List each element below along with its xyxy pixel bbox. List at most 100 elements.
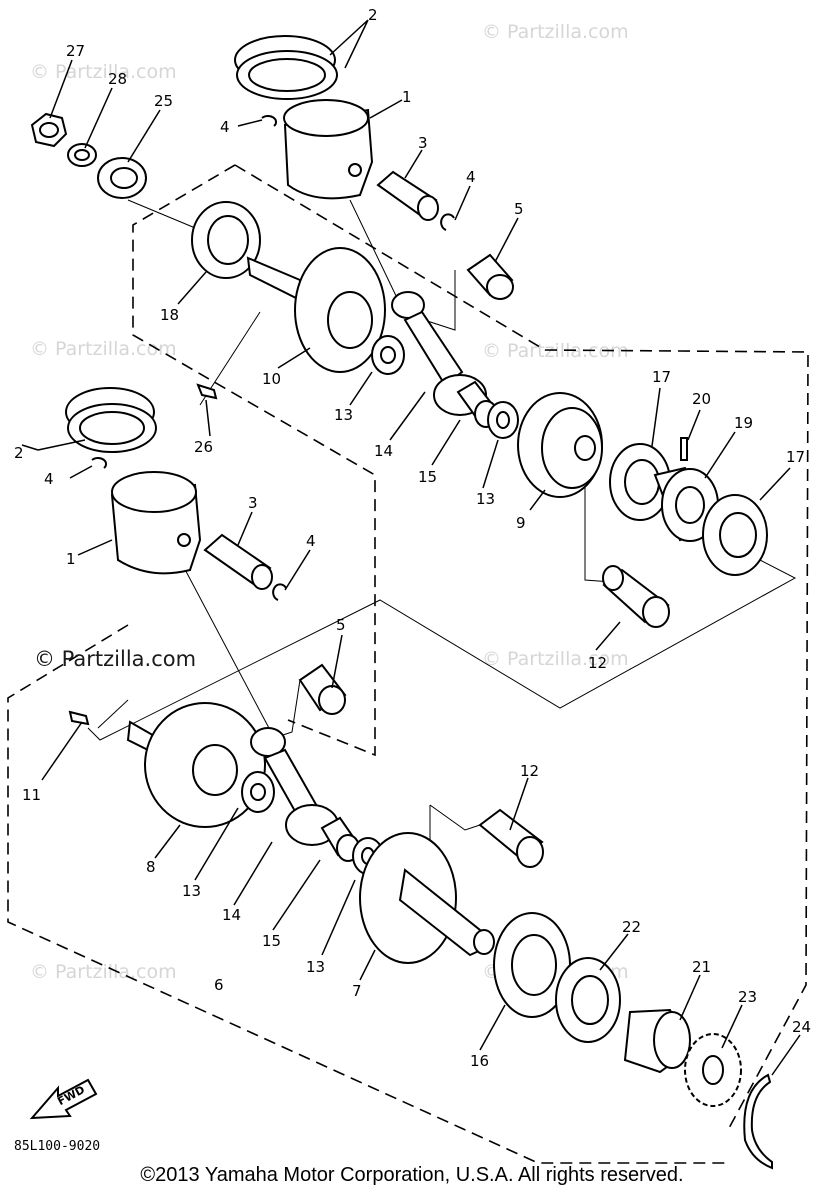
callout-label: 4 xyxy=(44,470,54,488)
alignment-line xyxy=(349,199,399,301)
callout-label: 1 xyxy=(66,550,76,568)
callout-label: 15 xyxy=(262,932,281,950)
oil-seal-drawing xyxy=(555,957,621,1043)
callout-label: 3 xyxy=(418,134,428,152)
alignment-line xyxy=(97,699,129,729)
parts-drawings xyxy=(29,35,773,1170)
crank-half-center-drawing xyxy=(517,392,603,498)
watermark-text: © Partzilla.com xyxy=(30,961,177,983)
callout-label: 15 xyxy=(418,468,437,486)
callout-label: 20 xyxy=(692,390,711,408)
callout-label: 23 xyxy=(738,988,757,1006)
callout-label: 13 xyxy=(476,490,495,508)
alignment-line xyxy=(417,270,456,331)
alignment-line xyxy=(87,559,797,741)
bearing-drawing xyxy=(609,443,671,521)
piston-pin-upper-drawing xyxy=(376,170,439,221)
needle-bearing-lower-drawing xyxy=(298,663,347,715)
callout-label: 19 xyxy=(734,414,753,432)
forward-arrow-icon xyxy=(29,1078,98,1120)
piston-pin-lower-drawing xyxy=(203,533,273,590)
bearing-drawing xyxy=(191,201,261,279)
alignment-line xyxy=(584,470,613,583)
dowel-pin-drawing xyxy=(680,437,688,461)
callout-label: 4 xyxy=(466,168,476,186)
crank-half-upper-drawing xyxy=(246,247,386,373)
callout-label: 25 xyxy=(154,92,173,110)
callout-label: 11 xyxy=(22,786,41,804)
lower-assembly-outline xyxy=(7,624,728,1164)
callout-label: 4 xyxy=(220,118,230,136)
callout-label: 16 xyxy=(470,1052,489,1070)
oil-seal-drawing xyxy=(97,157,147,199)
callout-label: 5 xyxy=(514,200,524,218)
watermark-text: © Partzilla.com xyxy=(34,647,196,671)
callout-label: 14 xyxy=(222,906,241,924)
callout-label: 7 xyxy=(352,982,362,1000)
callout-label: 9 xyxy=(516,514,526,532)
part-callouts: 2 27 28 25 4 1 3 4 5 18 10 13 14 15 13 9… xyxy=(14,6,811,1070)
washer-drawing xyxy=(67,143,97,167)
piston-upper-drawing xyxy=(283,99,374,200)
watermark-text: © Partzilla.com xyxy=(30,338,177,360)
watermark-text: © Partzilla.com xyxy=(482,648,629,670)
callout-label: 13 xyxy=(182,882,201,900)
upper-assembly-outline-left xyxy=(132,164,376,757)
callout-label: 1 xyxy=(402,88,412,106)
upper-assembly-outline xyxy=(234,164,809,1131)
callout-label: 5 xyxy=(336,616,346,634)
thrust-washer-drawing xyxy=(487,401,519,439)
callout-label: 22 xyxy=(622,918,641,936)
callout-label: 26 xyxy=(194,438,213,456)
bearing-drawing xyxy=(493,912,571,1018)
needle-bearing-upper-drawing xyxy=(466,253,514,300)
bearing-drawing xyxy=(702,494,768,576)
copyright-notice: ©2013 Yamaha Motor Corporation, U.S.A. A… xyxy=(140,1164,684,1186)
callout-label: 18 xyxy=(160,306,179,324)
sprocket-drawing xyxy=(684,1033,742,1107)
callout-label: 4 xyxy=(306,532,316,550)
circlip-drawing xyxy=(91,456,107,469)
lock-clip-drawing xyxy=(743,1073,773,1170)
assembly-outlines xyxy=(7,164,809,1164)
piston-lower-drawing xyxy=(110,471,202,575)
watermark-text: © Partzilla.com xyxy=(482,340,629,362)
diagram-reference-code: 85L100-9020 xyxy=(14,1139,100,1154)
woodruff-key-drawing xyxy=(196,383,218,400)
callout-leaders xyxy=(21,19,801,1076)
crank-half-lower-drawing xyxy=(126,702,266,828)
callout-label: 14 xyxy=(374,442,393,460)
callout-label: 8 xyxy=(146,858,156,876)
callout-label: 12 xyxy=(520,762,539,780)
piston-rings-lower-drawing xyxy=(65,387,157,453)
watermark-text: © Partzilla.com xyxy=(30,61,177,83)
woodruff-key-drawing xyxy=(68,710,90,726)
piston-rings-upper-drawing xyxy=(234,35,338,100)
callout-label: 27 xyxy=(66,42,85,60)
crank-pin-lower-drawing xyxy=(478,808,544,868)
nut-drawing xyxy=(30,112,68,148)
callout-label: 10 xyxy=(262,370,281,388)
callout-label: 17 xyxy=(786,448,805,466)
callout-label: 3 xyxy=(248,494,258,512)
collar-drawing xyxy=(623,1008,692,1074)
callout-label: 28 xyxy=(108,70,127,88)
circlip-drawing xyxy=(440,213,455,231)
alignment-line xyxy=(179,559,271,731)
crank-half-output-drawing xyxy=(359,832,495,964)
crank-pin-upper-drawing xyxy=(602,565,670,628)
callout-label: 13 xyxy=(306,958,325,976)
callout-label: 12 xyxy=(588,654,607,672)
callout-label: 17 xyxy=(652,368,671,386)
circlip-drawing xyxy=(272,583,287,601)
alignment-line xyxy=(127,199,201,231)
callout-label: 24 xyxy=(792,1018,811,1036)
callout-label: 2 xyxy=(14,444,24,462)
callout-label: 6 xyxy=(214,976,224,994)
thrust-washer-drawing xyxy=(371,335,405,375)
circlip-drawing xyxy=(261,114,277,127)
callout-label: 13 xyxy=(334,406,353,424)
thrust-washer-drawing xyxy=(241,771,275,813)
callout-label: 21 xyxy=(692,958,711,976)
